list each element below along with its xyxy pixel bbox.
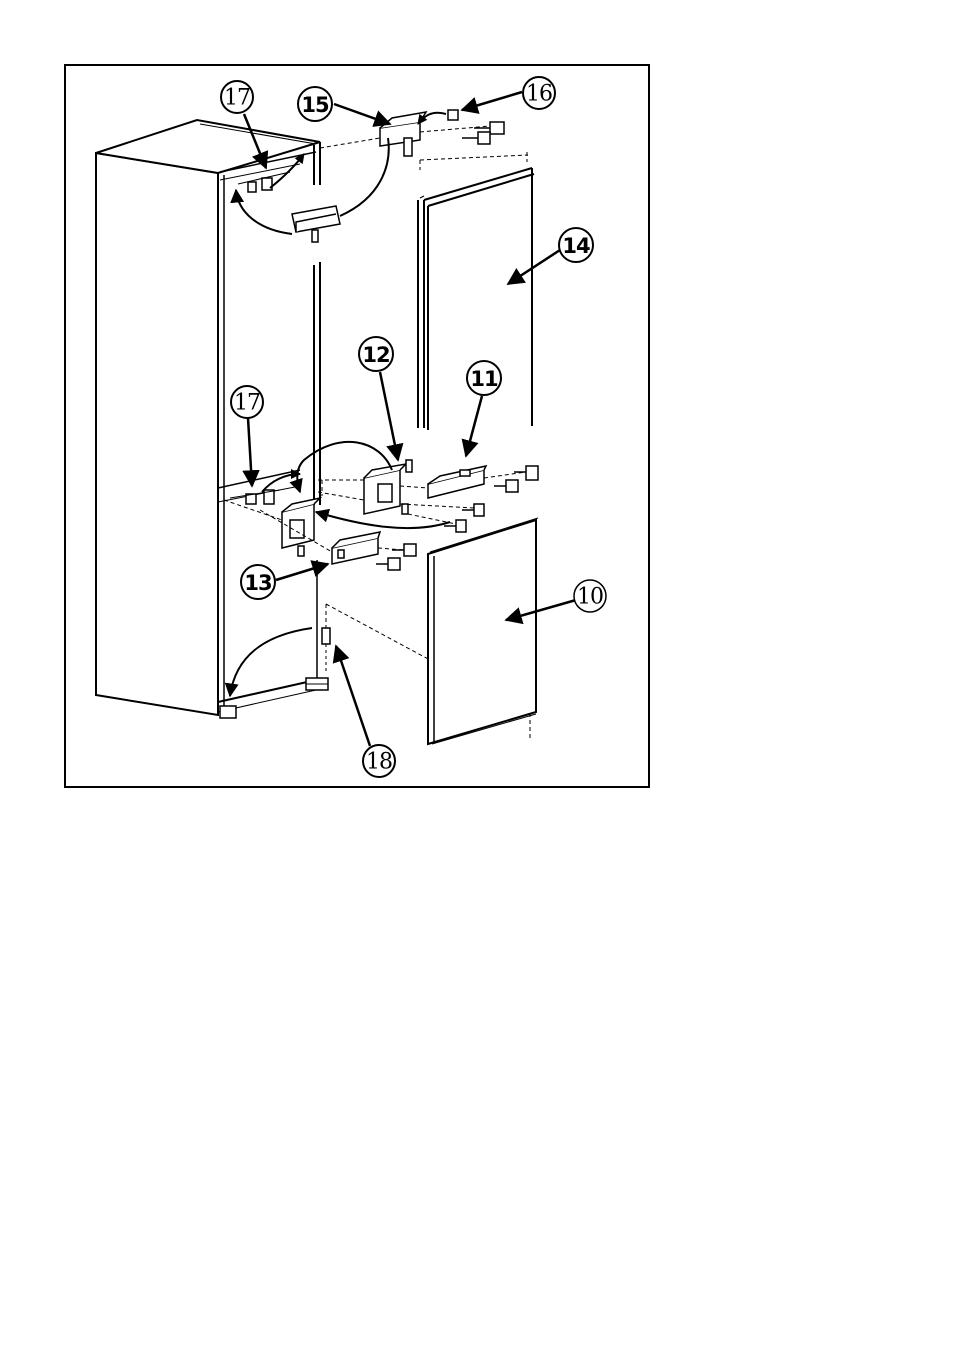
callout-18: 18 (362, 744, 396, 778)
callout-10: 10 (573, 579, 607, 613)
upper-cabinet-bracket (237, 171, 291, 193)
bottom-hinge-pin (321, 627, 331, 672)
callout-15: 15 (297, 86, 333, 122)
hinge-pin-cap-16 (447, 109, 459, 121)
upper-guide-lines (319, 125, 529, 170)
upper-swap-arrows (230, 111, 447, 235)
hinge-bracket-12 (363, 459, 413, 515)
upper-door-14 (417, 167, 535, 430)
callout-arrows (242, 90, 577, 747)
callout-label: 17 (234, 391, 260, 416)
callout-14: 14 (558, 227, 594, 263)
callout-13: 13 (240, 564, 276, 600)
callout-label: 11 (470, 367, 498, 391)
middle-cabinet-hinge-17 (229, 489, 281, 505)
callout-17-top: 17 (220, 80, 254, 114)
bottom-swap-arrow (224, 627, 313, 698)
fridge-cabinet (95, 118, 321, 717)
upper-screws (462, 121, 505, 145)
callout-label: 17 (224, 86, 250, 111)
callout-16: 16 (522, 76, 556, 110)
callout-label: 18 (366, 750, 392, 775)
middle-guide-lines (223, 471, 527, 553)
callout-17-middle: 17 (230, 385, 264, 419)
top-hinge-plate (291, 205, 341, 243)
callout-label: 16 (526, 82, 552, 107)
loose-hinge-bracket (281, 496, 323, 557)
hinge-bracket-11 (427, 464, 488, 499)
callout-label: 12 (362, 343, 389, 367)
callout-12: 12 (358, 336, 394, 372)
callout-11: 11 (466, 360, 502, 396)
callout-label: 10 (577, 585, 603, 610)
bottom-foot-hinge (219, 677, 329, 719)
hinge-bracket-13 (331, 531, 382, 565)
mid-screws (444, 465, 539, 533)
figure-frame (64, 64, 650, 788)
callout-label: 13 (244, 571, 271, 595)
lower-door-10 (427, 517, 539, 746)
top-hinge-15 (379, 110, 428, 157)
callout-label: 14 (562, 234, 590, 258)
lower-guide-lines (325, 603, 531, 740)
lower-screws (376, 543, 417, 571)
callout-label: 15 (301, 93, 329, 117)
middle-swap-arrows (261, 441, 451, 530)
